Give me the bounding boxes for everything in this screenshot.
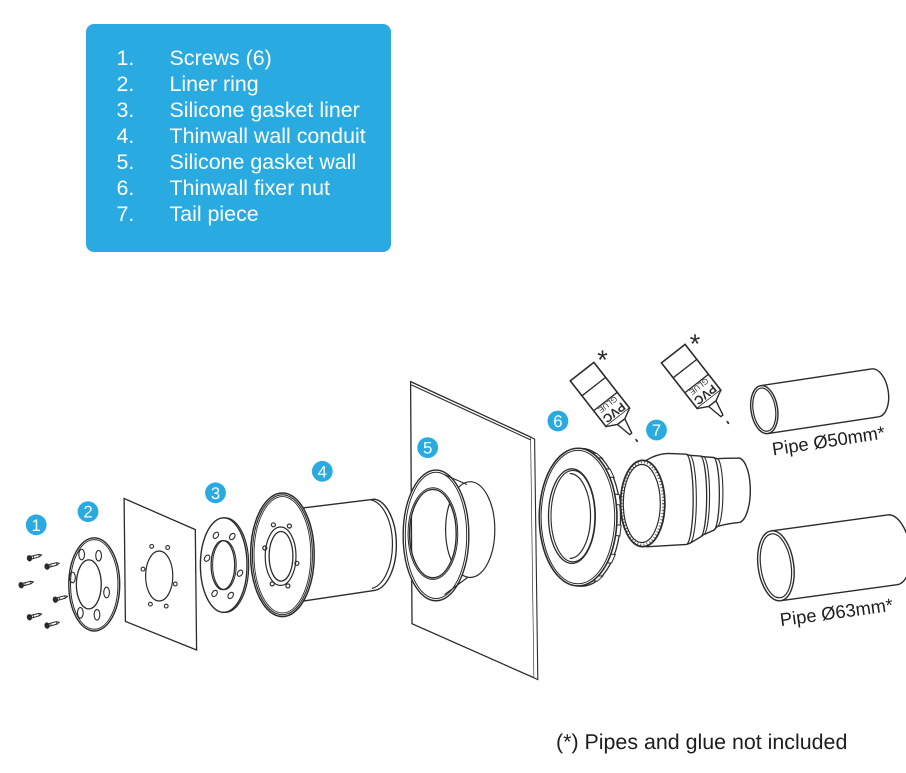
svg-text:2: 2 — [83, 503, 92, 522]
svg-text:(*) Pipes and glue not include: (*) Pipes and glue not included — [556, 730, 847, 754]
svg-text:Pipe Ø63mm*: Pipe Ø63mm* — [779, 594, 895, 630]
svg-text:*: * — [690, 329, 701, 359]
svg-text:7: 7 — [652, 421, 661, 440]
svg-text:1: 1 — [32, 516, 41, 535]
svg-text:*: * — [597, 345, 608, 375]
svg-text:3: 3 — [211, 484, 220, 503]
svg-text:6: 6 — [553, 412, 562, 431]
svg-text:5: 5 — [423, 439, 432, 458]
svg-text:4: 4 — [318, 462, 327, 481]
